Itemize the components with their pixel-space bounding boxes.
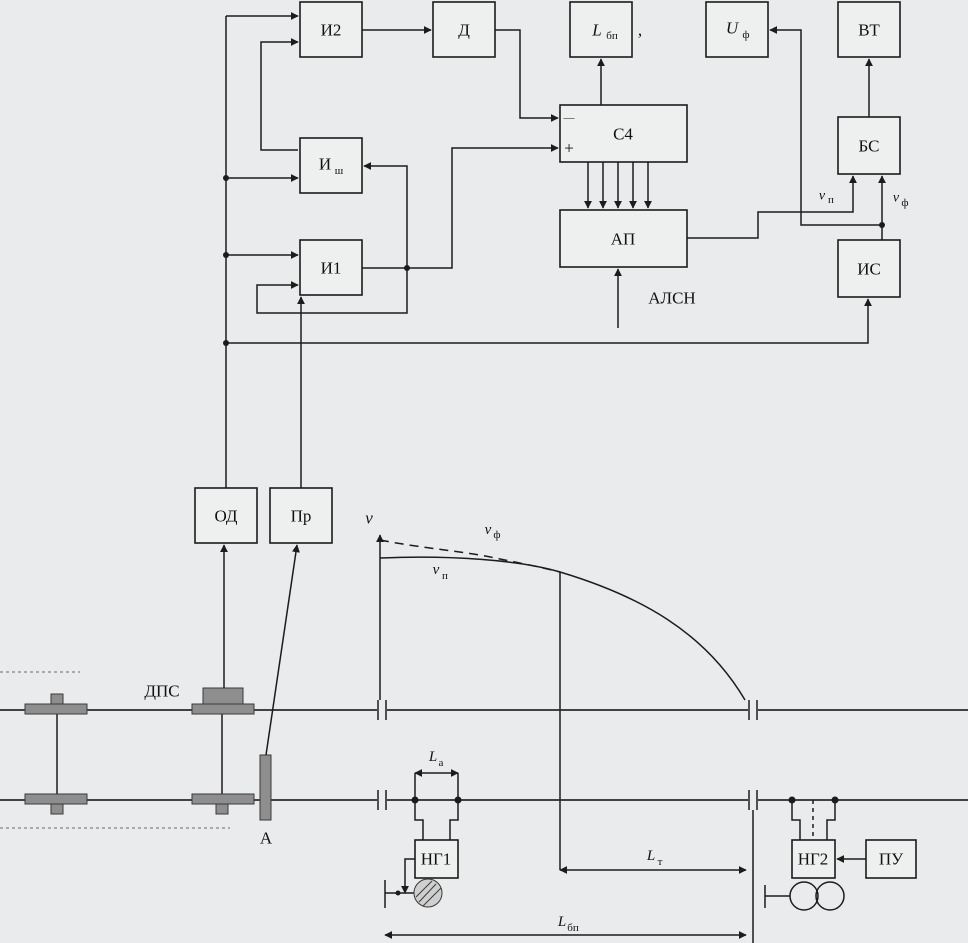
dimension-lines xyxy=(384,810,754,943)
ng2-assembly: НГ2 xyxy=(764,796,845,911)
antenna-a xyxy=(259,544,300,821)
wheelset-2-dps xyxy=(191,544,255,815)
comma-mark: , xyxy=(638,21,642,40)
block-od: ОД xyxy=(194,487,258,544)
signal-vn-label: v п xyxy=(819,189,834,207)
svg-text:L: L xyxy=(428,749,437,765)
connection-lines xyxy=(223,12,886,488)
block-d: Д xyxy=(432,1,496,58)
svg-text:И: И xyxy=(319,155,331,174)
svg-text:БС: БС xyxy=(859,137,880,156)
svg-text:v: v xyxy=(819,189,826,204)
block-i2: И2 xyxy=(299,1,363,58)
svg-text:ф: ф xyxy=(493,529,500,541)
svg-text:ИС: ИС xyxy=(857,260,881,279)
svg-text:ПУ: ПУ xyxy=(879,850,904,869)
svg-text:п: п xyxy=(828,194,834,206)
ng1-assembly: НГ1 xyxy=(384,769,462,908)
block-bs: БС xyxy=(837,116,901,175)
svg-text:v: v xyxy=(893,191,900,206)
block-l-bp: L бп xyxy=(569,1,633,58)
block-c4: С4 — + xyxy=(559,104,688,163)
block-is: ИС xyxy=(837,239,901,298)
svg-text:бп: бп xyxy=(567,922,579,934)
speed-graph xyxy=(376,534,746,870)
block-i1: И1 xyxy=(299,239,363,296)
lt-label: L т xyxy=(646,848,663,868)
svg-text:АП: АП xyxy=(611,230,636,249)
svg-text:v: v xyxy=(433,562,440,578)
svg-text:НГ2: НГ2 xyxy=(798,850,829,869)
svg-text:т: т xyxy=(658,856,663,868)
dps-label: ДПС xyxy=(144,682,179,701)
block-i-sh: И ш xyxy=(299,137,363,194)
graph-axis-v: v xyxy=(365,509,373,528)
svg-text:И1: И1 xyxy=(321,259,342,278)
svg-text:Д: Д xyxy=(458,21,470,40)
svg-text:U: U xyxy=(726,19,740,38)
svg-text:L: L xyxy=(646,848,655,864)
svg-text:Пр: Пр xyxy=(291,507,312,526)
svg-text:ш: ш xyxy=(335,165,344,177)
svg-text:+: + xyxy=(564,139,574,158)
block-pr: Пр xyxy=(269,487,333,544)
svg-text:ВТ: ВТ xyxy=(858,21,880,40)
wheelset-1 xyxy=(24,693,88,815)
svg-text:НГ1: НГ1 xyxy=(421,850,452,869)
la-label: L а xyxy=(428,749,444,769)
block-vt: ВТ xyxy=(837,1,901,58)
svg-text:бп: бп xyxy=(606,30,618,42)
block-u-f: U ф xyxy=(705,1,769,58)
point-a-label: А xyxy=(260,829,273,848)
alsn-label: АЛСН xyxy=(648,289,695,308)
svg-text:L: L xyxy=(557,914,566,930)
svg-text:ОД: ОД xyxy=(214,507,237,526)
block-ap: АП xyxy=(559,209,688,268)
svg-text:ф: ф xyxy=(742,29,749,41)
rails xyxy=(0,671,968,829)
svg-text:И2: И2 xyxy=(321,21,342,40)
svg-text:L: L xyxy=(591,21,601,40)
lbp-label: L бп xyxy=(557,914,579,934)
graph-curve-vf-label: v ф xyxy=(485,522,501,541)
svg-text:v: v xyxy=(485,522,492,538)
svg-text:а: а xyxy=(439,757,444,769)
block-pu: ПУ xyxy=(836,839,917,879)
signal-vf-label: v ф xyxy=(893,191,909,210)
graph-curve-vn-label: v п xyxy=(433,562,448,582)
svg-text:С4: С4 xyxy=(613,125,633,144)
svg-text:ф: ф xyxy=(901,197,908,209)
svg-text:п: п xyxy=(442,570,448,582)
svg-text:—: — xyxy=(563,112,576,124)
